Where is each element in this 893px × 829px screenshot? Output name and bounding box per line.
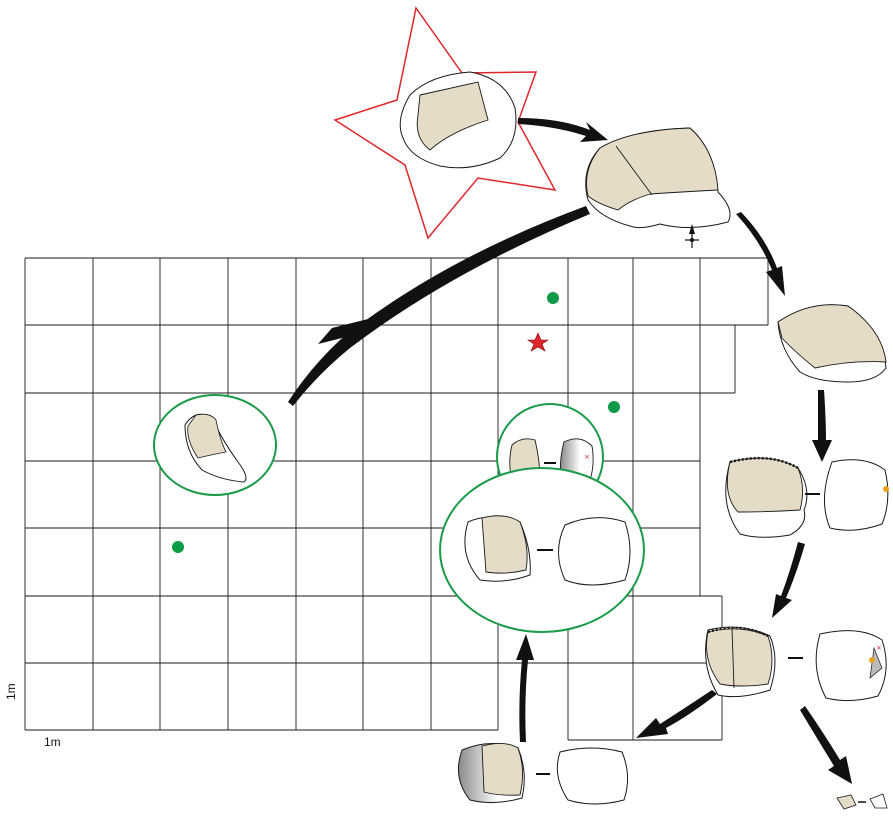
arrow-2 (736, 212, 785, 296)
arrow-3 (288, 206, 590, 406)
core-stage-3 (777, 304, 887, 383)
svg-text:×: × (876, 644, 882, 652)
star-outline (333, 6, 557, 240)
red-star-icon (527, 332, 549, 352)
arrow-1 (518, 118, 608, 142)
core-stage-5: × (705, 626, 887, 702)
excavation-grid (24, 257, 769, 741)
arrow-8 (516, 634, 534, 742)
scale-label-x: 1m (44, 735, 61, 749)
green-dot-icon (608, 401, 620, 413)
sequence-arrows (288, 118, 852, 784)
arrow-7 (800, 706, 852, 784)
highlight-circle-west (153, 394, 277, 496)
north-arrow-icon (685, 224, 699, 248)
green-dot-icon (547, 292, 559, 304)
small-flake-pair (836, 793, 888, 810)
impact-point-icon (883, 486, 889, 492)
svg-text:×: × (584, 453, 590, 461)
core-stage-6 (457, 743, 628, 805)
cortex-area (416, 81, 489, 151)
core-stage-4 (725, 456, 889, 538)
core-original (333, 6, 557, 240)
highlight-circle-lower (439, 467, 645, 633)
scale-label-y: 1m (4, 683, 18, 700)
arrow-4 (812, 390, 832, 462)
arrow-5 (772, 542, 805, 618)
green-dot-icon (172, 541, 184, 553)
core-stage-2 (585, 127, 731, 229)
arrow-6 (636, 690, 717, 738)
impact-point-icon (869, 657, 875, 663)
